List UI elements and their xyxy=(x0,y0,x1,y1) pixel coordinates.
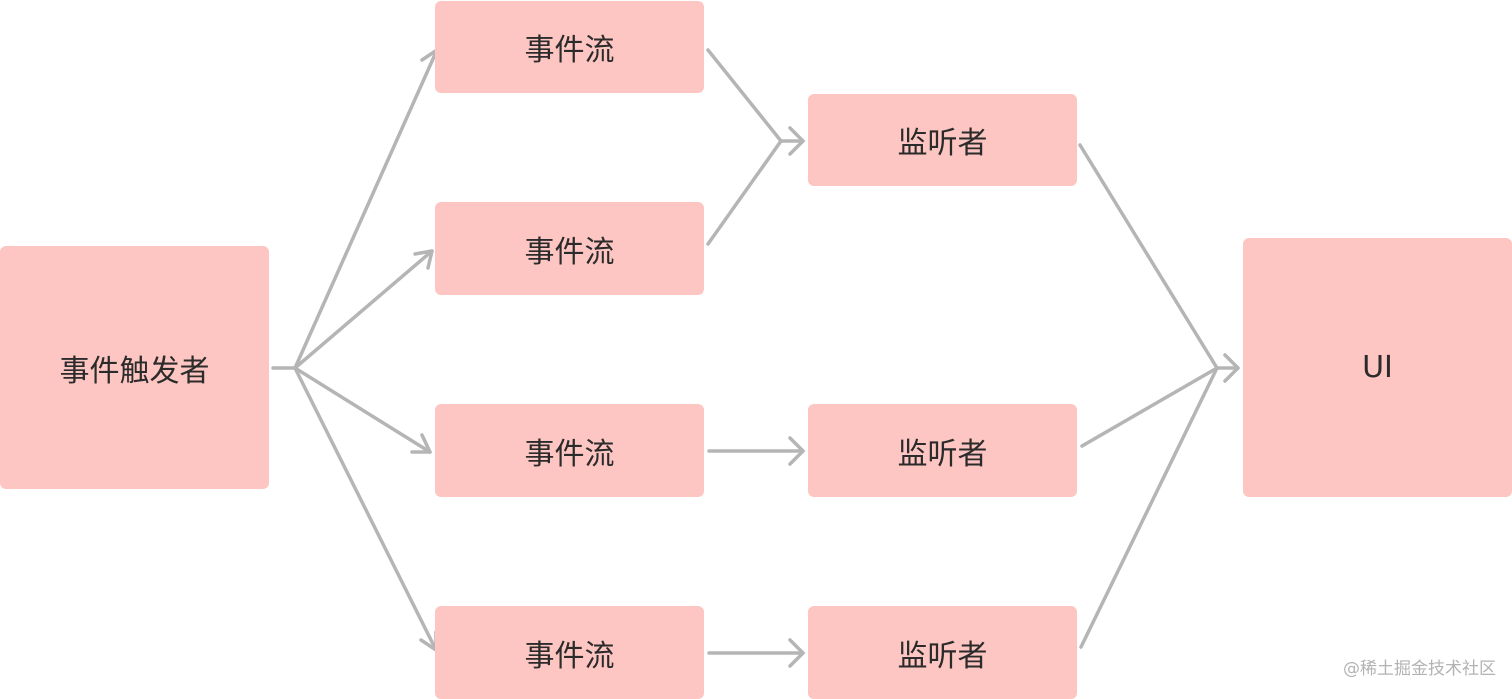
node-listener-1: 监听者 xyxy=(808,94,1077,186)
edge-trigger-to-stream-4 xyxy=(293,366,438,652)
node-event-stream-2: 事件流 xyxy=(435,202,704,295)
node-ui: UI xyxy=(1243,238,1512,497)
edge-listener-1-to-ui xyxy=(1078,143,1219,370)
node-event-trigger: 事件触发者 xyxy=(0,246,269,489)
node-listener-1-label: 监听者 xyxy=(897,126,988,161)
node-ui-label: UI xyxy=(1362,350,1393,385)
node-event-stream-3: 事件流 xyxy=(435,404,704,497)
arrowhead-listener-1 xyxy=(788,126,805,156)
node-listener-3-label: 监听者 xyxy=(897,638,988,674)
node-listener-3: 监听者 xyxy=(808,606,1077,699)
arrowhead-listener-3 xyxy=(788,638,805,668)
edge-trigger-to-stream-1 xyxy=(293,48,439,370)
node-event-stream-4: 事件流 xyxy=(435,606,704,699)
node-event-trigger-label: 事件触发者 xyxy=(59,353,210,389)
edge-trigger-to-stream-3 xyxy=(293,366,432,454)
edge-stream-2-to-listener-1 xyxy=(706,139,783,246)
arrowhead-stream-2 xyxy=(413,249,434,270)
node-event-stream-2-label: 事件流 xyxy=(524,234,615,270)
arrowhead-stream-3 xyxy=(410,433,432,454)
edge-listener-3-to-ui xyxy=(1079,366,1219,649)
arrowhead-listener-2 xyxy=(788,436,805,466)
watermark: @稀土掘金技术社区 xyxy=(1343,659,1496,679)
node-listener-2: 监听者 xyxy=(808,404,1077,497)
edge-trigger-to-stream-2 xyxy=(293,249,434,370)
edge-stream-1-to-listener-1 xyxy=(706,48,783,143)
node-event-stream-4-label: 事件流 xyxy=(524,638,615,674)
node-event-stream-1-label: 事件流 xyxy=(524,33,615,68)
edge-listener-2-to-ui xyxy=(1080,366,1219,448)
node-event-stream-3-label: 事件流 xyxy=(524,436,615,472)
arrowhead-ui xyxy=(1223,353,1240,383)
node-event-stream-1: 事件流 xyxy=(435,1,704,93)
node-listener-2-label: 监听者 xyxy=(897,436,988,472)
